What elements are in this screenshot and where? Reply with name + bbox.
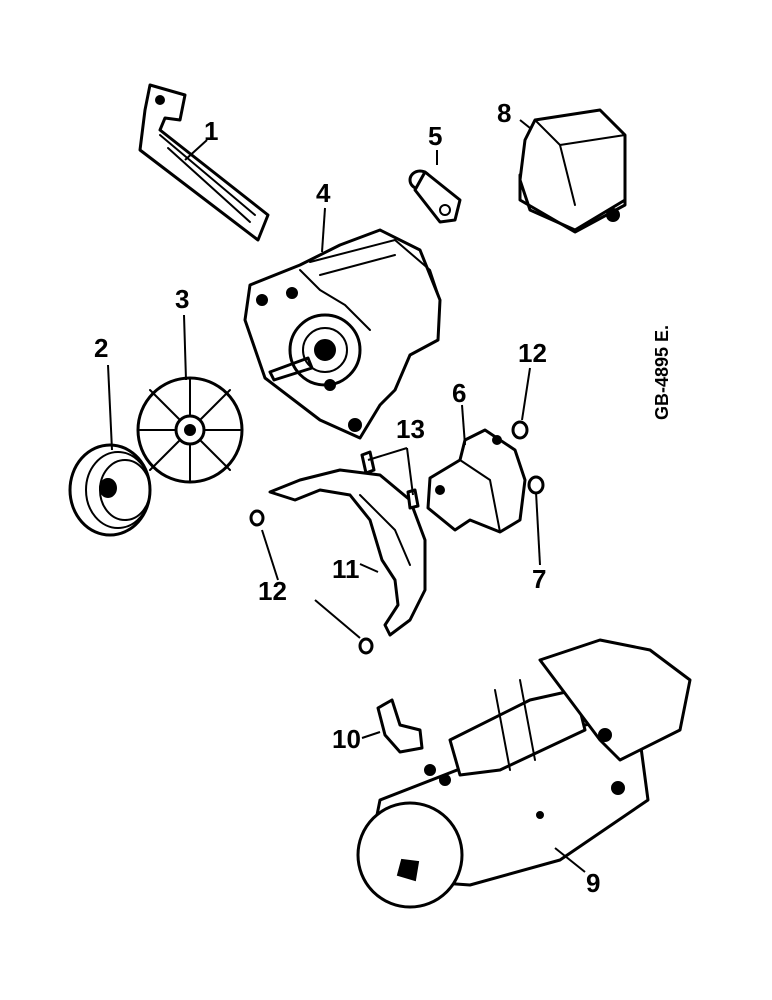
part-terminal [408,169,462,224]
callout-13: 13 [396,414,425,444]
part-fan [136,376,244,484]
part-starter-motor [356,638,692,909]
callout-5: 5 [428,121,442,151]
part-alternator [243,228,442,440]
part-adjusting-strap [268,468,427,637]
part-pulley [68,443,152,537]
part-regulator [518,108,627,234]
callout-3: 3 [175,284,189,314]
drawing-reference: GB-4895 E. [652,325,672,420]
callout-4: 4 [316,178,331,208]
callout-9: 9 [586,868,600,898]
callout-6: 6 [452,378,466,408]
callout-7: 7 [532,564,546,594]
callout-2: 2 [94,333,108,363]
part-mounting-bracket [426,428,527,534]
leader-lines [107,119,586,873]
part-boot [376,698,424,754]
callout-12-upper: 12 [518,338,547,368]
callout-8: 8 [497,98,511,128]
part-bracket [138,83,270,242]
callout-12-lower: 12 [258,576,287,606]
callout-11: 11 [332,554,360,584]
callout-10: 10 [332,724,361,754]
callout-1: 1 [204,116,218,146]
